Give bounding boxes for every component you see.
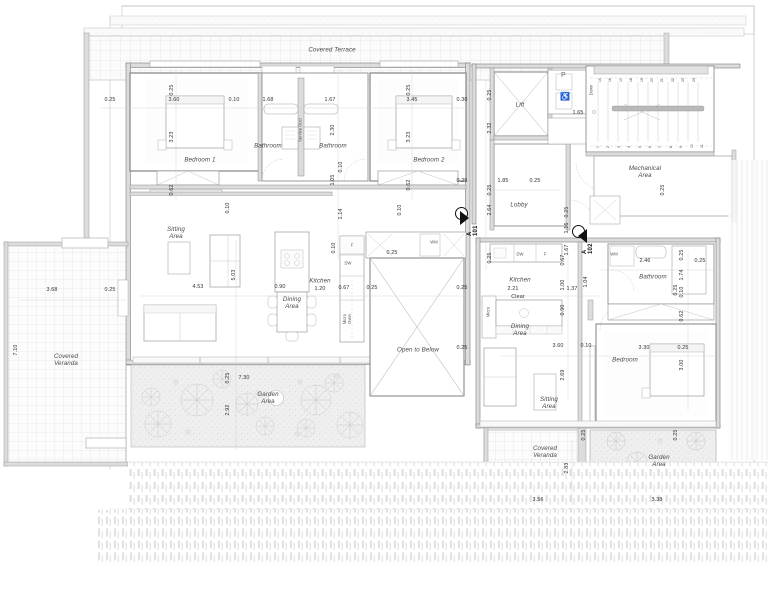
dimension-lines [20,70,716,505]
landscape-hatching [96,160,768,562]
core-circulation [471,63,741,231]
section-arrow-icon [578,229,587,243]
left-covered-veranda [3,237,129,467]
left-apartment-walls [125,60,471,366]
section-arrow-icon [460,211,469,225]
right-apartment-walls [475,237,721,429]
section-marker-label: A 101 [467,225,479,236]
open-to-below-void [369,257,465,397]
section-marker-label: A 102 [582,243,594,254]
left-garden-zone [130,364,366,448]
